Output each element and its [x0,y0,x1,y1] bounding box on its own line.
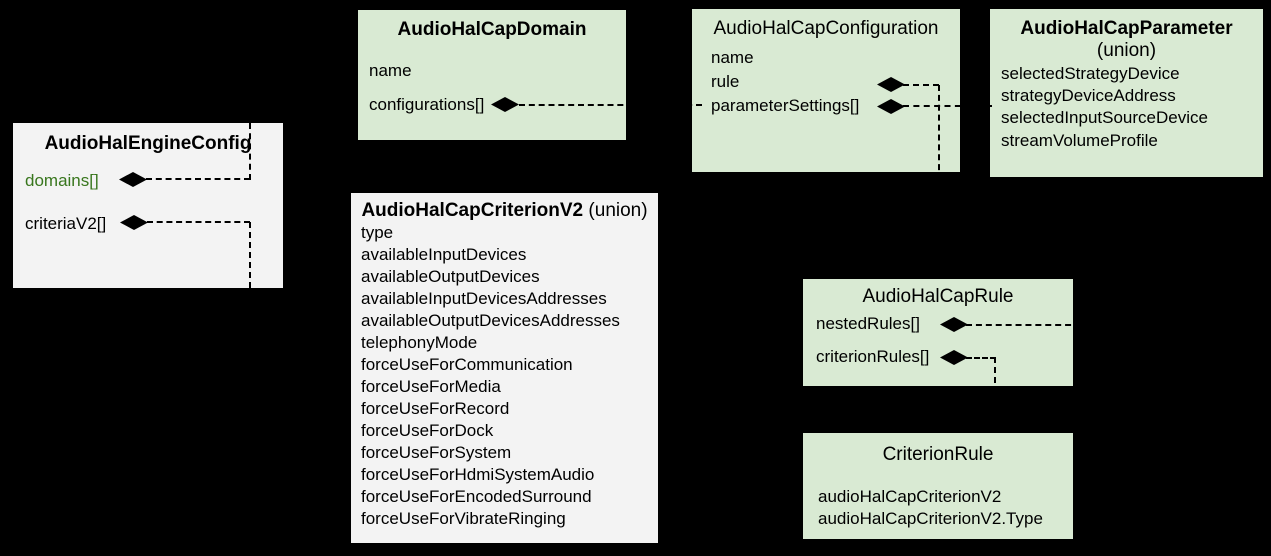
field-strategy-device-address: strategyDeviceAddress [1001,86,1176,105]
field-parameter-settings: parameterSettings[] [711,96,860,115]
field-audio-hal-cap-criterion-v2-type: audioHalCapCriterionV2.Type [818,509,1043,528]
class-stereotype-union: (union) [583,200,648,221]
class-box-audio-hal-engine-config: AudioHalEngineConfig domains[] criteriaV… [13,123,283,288]
field-type: type [361,223,394,242]
field-force-use-for-hdmi-system-audio: forceUseForHdmiSystemAudio [361,465,595,484]
field-force-use-for-media: forceUseForMedia [361,377,501,396]
class-box-criterion-rule: CriterionRule audioHalCapCriterionV2 aud… [803,433,1073,539]
field-available-output-devices-addresses: availableOutputDevicesAddresses [361,311,620,330]
composition-diamond-criteria-v2 [120,215,148,230]
field-name: name [369,61,412,80]
field-force-use-for-record: forceUseForRecord [361,399,510,418]
class-title: CriterionRule [882,444,994,465]
composition-diamond-parameter-settings [877,99,905,114]
field-force-use-for-dock: forceUseForDock [361,421,494,440]
field-nested-rules: nestedRules[] [816,314,920,333]
field-available-input-devices-addresses: availableInputDevicesAddresses [361,289,607,308]
class-title: AudioHalEngineConfig [44,133,252,154]
composition-diamond-configurations [491,97,519,112]
connector-criterion-rules-vertical [994,357,996,433]
class-title: AudioHalCapRule [862,286,1014,307]
connector-criterion-rules-horizontal [966,357,996,359]
field-criterion-rules: criterionRules[] [816,347,930,366]
class-title: AudioHalCapDomain [397,19,587,40]
connector-rule-horizontal [903,84,939,86]
class-title: AudioHalCapConfiguration [713,18,939,39]
field-force-use-for-system: forceUseForSystem [361,443,512,462]
connector-criteria-v2-vertical [249,222,251,288]
composition-diamond-domains [119,172,147,187]
connector-criteria-v2-horizontal [147,221,250,223]
field-rule: rule [711,72,740,91]
field-domains: domains[] [25,171,99,190]
field-available-output-devices: availableOutputDevices [361,267,540,286]
field-audio-hal-cap-criterion-v2: audioHalCapCriterionV2 [818,487,1002,506]
connector-configurations-horizontal [519,104,702,106]
field-force-use-for-encoded-surround: forceUseForEncodedSurround [361,487,592,506]
composition-diamond-criterion-rules [940,350,968,365]
field-selected-input-source-device: selectedInputSourceDevice [1001,108,1208,127]
field-name: name [711,48,754,67]
class-title: AudioHalCapCriterionV2 (union) [351,200,658,222]
field-criteria-v2: criteriaV2[] [25,214,107,233]
connector-nested-rules-horizontal [966,324,1081,326]
field-stream-volume-profile: streamVolumeProfile [1001,131,1158,150]
field-force-use-for-vibrate-ringing: forceUseForVibrateRinging [361,509,566,528]
class-title: AudioHalCapParameter [1020,18,1233,39]
class-box-audio-hal-cap-rule: AudioHalCapRule nestedRules[] criterionR… [803,279,1073,386]
field-selected-strategy-device: selectedStrategyDevice [1001,64,1180,83]
class-title-text: AudioHalCapCriterionV2 [361,200,584,221]
field-force-use-for-communication: forceUseForCommunication [361,355,573,374]
connector-parameter-settings-horizontal [903,105,992,107]
field-available-input-devices: availableInputDevices [361,245,527,264]
class-stereotype-union: (union) [1096,40,1157,61]
composition-diamond-nested-rules [940,317,968,332]
connector-domains-horizontal [146,178,250,180]
field-configurations: configurations[] [369,95,485,114]
class-box-audio-hal-cap-criterion-v2: AudioHalCapCriterionV2 (union) type avai… [351,193,658,543]
composition-diamond-rule [877,77,905,92]
field-telephony-mode: telephonyMode [361,333,478,352]
class-box-audio-hal-cap-domain: AudioHalCapDomain name configurations[] [358,10,626,140]
connector-rule-vertical [938,85,940,279]
connector-domains-vertical [249,123,251,180]
class-box-audio-hal-cap-parameter: AudioHalCapParameter (union) selectedStr… [990,9,1263,177]
class-box-audio-hal-cap-configuration: AudioHalCapConfiguration name rule param… [692,9,960,172]
